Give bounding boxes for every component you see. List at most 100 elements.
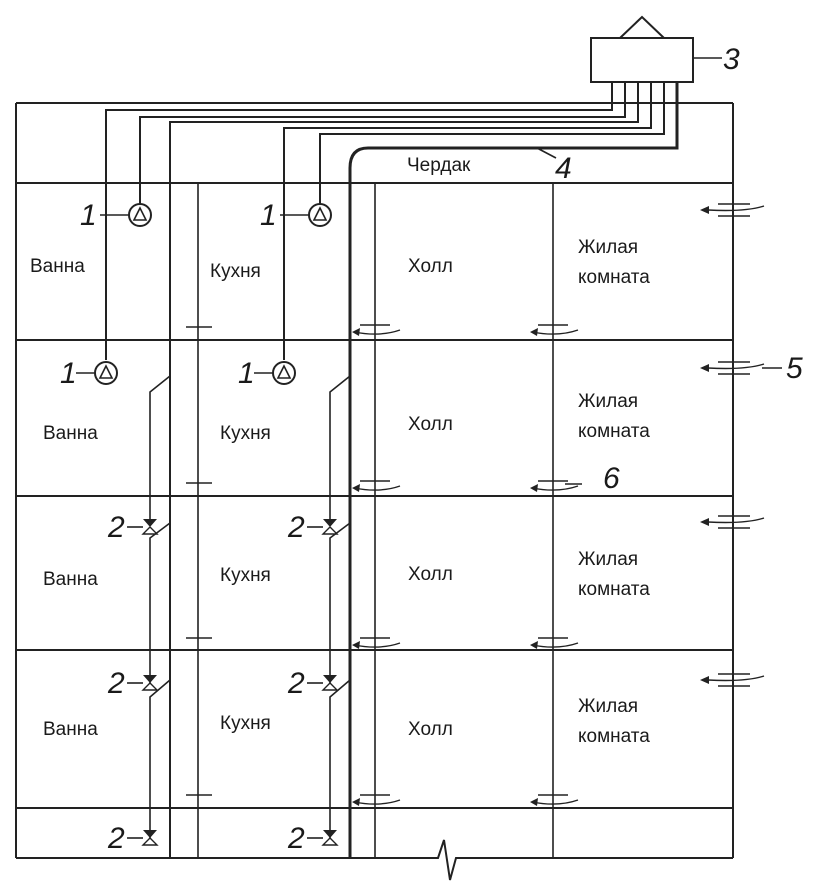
window-inflow-arrow — [700, 203, 765, 217]
callout-2: 2 — [287, 822, 305, 855]
valve-icon — [141, 837, 159, 846]
room-label-hall: Холл — [408, 719, 453, 740]
room-label-living-1: Жилая — [578, 237, 638, 258]
fan-triangle — [312, 206, 328, 221]
callout-1: 1 — [60, 357, 77, 390]
window-inflow-arrow — [700, 361, 765, 375]
callout-1: 1 — [260, 199, 277, 232]
valve-icon — [323, 830, 337, 838]
callout-4: 4 — [555, 152, 572, 185]
room-label-hall: Холл — [408, 564, 453, 585]
ground-break-line — [16, 839, 733, 881]
door-flow-arrow — [352, 324, 401, 336]
room-label-living-2: комната — [578, 267, 650, 288]
duct — [139, 82, 626, 205]
fan: 1 — [80, 199, 152, 232]
door-flow-arrow — [530, 637, 579, 649]
room-label-living-1: Жилая — [578, 696, 638, 717]
valve-icon — [323, 675, 337, 683]
window-inflow-arrow — [700, 673, 765, 687]
room-label-living-1: Жилая — [578, 391, 638, 412]
valve: 2 — [287, 511, 339, 544]
door-flow-arrow — [530, 794, 579, 806]
valve: 2 — [107, 667, 159, 700]
kitchen-satellite-shafts — [329, 375, 351, 838]
valve-icon — [141, 682, 159, 691]
bath-satellite-shafts — [149, 375, 171, 838]
door-flow-arrow — [352, 637, 401, 649]
room-label-kitchen: Кухня — [220, 565, 271, 586]
attic-label: Чердак — [407, 155, 471, 176]
room-label-kitchen: Кухня — [220, 423, 271, 444]
valve: 2 — [287, 667, 339, 700]
callout-1: 1 — [238, 357, 255, 390]
valve-icon — [323, 519, 337, 527]
fan-triangle — [132, 206, 148, 221]
satellite-duct — [329, 522, 351, 683]
floor-1-labels: Ванна Кухня Холл Жилая комната — [43, 696, 650, 747]
building-structure — [15, 102, 734, 881]
valve-icon — [141, 526, 159, 535]
satellite-duct — [329, 375, 351, 525]
room-label-kitchen: Кухня — [210, 261, 261, 282]
callout-6: 6 — [603, 462, 620, 495]
duct — [169, 82, 639, 858]
valve-icon — [143, 830, 157, 838]
floor-4-labels: Ванна Кухня Холл Жилая комната — [30, 237, 650, 288]
duct — [105, 82, 613, 360]
floor-2-labels: Ванна Кухня Холл Жилая комната — [43, 549, 650, 600]
room-label-hall: Холл — [408, 414, 453, 435]
room-label-bath: Ванна — [43, 719, 98, 740]
callout-2: 2 — [107, 667, 125, 700]
fan: 1 — [238, 357, 296, 390]
callout-2: 2 — [107, 511, 125, 544]
roof-exhaust-unit: 3 — [590, 15, 740, 83]
valve-icon — [321, 682, 339, 691]
room-label-living-2: комната — [578, 421, 650, 442]
door-flow-marks — [186, 326, 212, 796]
roof-cap — [619, 15, 665, 39]
valve: 2 — [107, 822, 159, 855]
door-flow-arrow — [530, 480, 579, 492]
exhaust-ducts: Чердак 4 — [105, 82, 679, 858]
callout-3: 3 — [723, 43, 740, 76]
window-inflow-arrow — [700, 515, 765, 529]
exhaust-unit-box — [590, 37, 694, 83]
room-label-kitchen: Кухня — [220, 713, 271, 734]
callout-1: 1 — [80, 199, 97, 232]
satellite-duct — [149, 522, 171, 683]
door-flow-arrow — [530, 324, 579, 336]
valve-icon — [143, 519, 157, 527]
callout-2: 2 — [287, 667, 305, 700]
room-label-bath: Ванна — [43, 569, 98, 590]
air-flow-arrows — [352, 203, 765, 806]
valve-icon — [321, 526, 339, 535]
room-label-hall: Холл — [408, 256, 453, 277]
room-label-living-2: комната — [578, 579, 650, 600]
door-flow-arrow — [352, 794, 401, 806]
callout-5: 5 — [786, 352, 803, 385]
duct — [283, 82, 652, 360]
room-label-living-1: Жилая — [578, 549, 638, 570]
fan: 1 — [60, 357, 118, 390]
fan: 1 — [260, 199, 332, 232]
door-flow-arrow — [352, 480, 401, 492]
room-label-living-2: комната — [578, 726, 650, 747]
valve-icon — [143, 675, 157, 683]
callout-2: 2 — [107, 822, 125, 855]
duct — [319, 82, 665, 205]
valve-icon — [321, 837, 339, 846]
window-inflow: 5 — [762, 352, 803, 385]
duct — [348, 82, 679, 858]
leader-line — [536, 147, 557, 159]
fan-triangle — [98, 364, 114, 379]
room-label-bath: Ванна — [43, 423, 98, 444]
satellite-duct — [149, 375, 171, 525]
floor-3-labels: Ванна Кухня Холл Жилая комната — [43, 391, 650, 444]
room-label-bath: Ванна — [30, 256, 85, 277]
valve: 2 — [287, 822, 339, 855]
satellite-duct — [149, 679, 171, 838]
fan-triangle — [276, 364, 292, 379]
valve: 2 — [107, 511, 159, 544]
